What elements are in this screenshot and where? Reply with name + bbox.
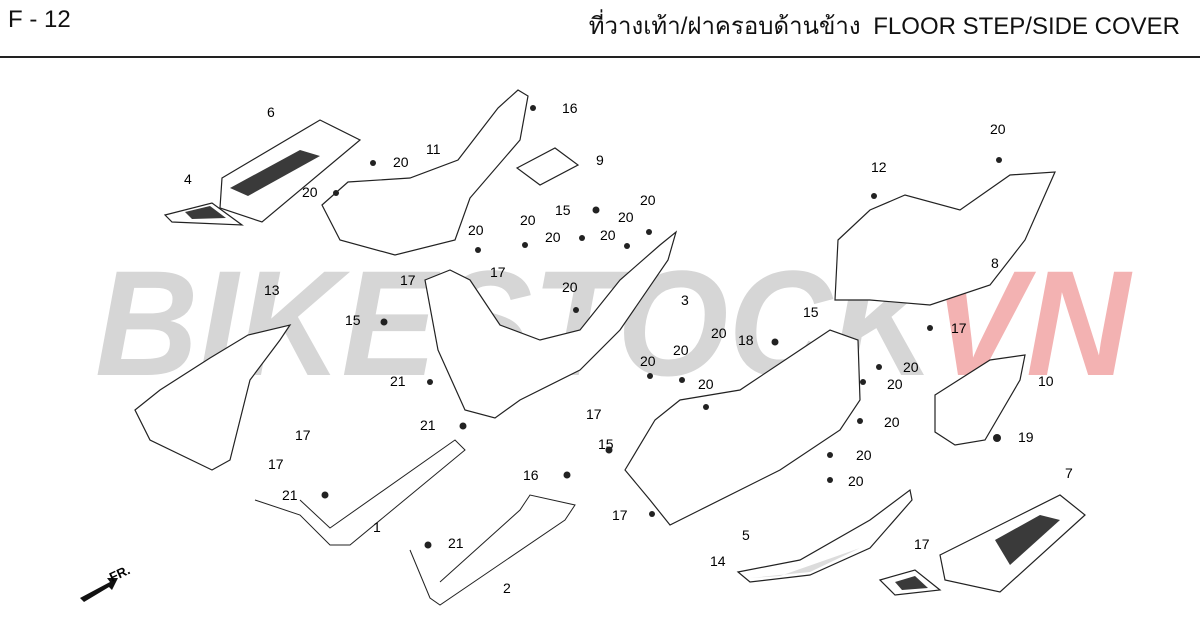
callout: 16 <box>562 100 578 116</box>
callout: 12 <box>871 159 887 175</box>
parts-diagram: BIKESTOCK VN <box>0 58 1200 617</box>
callout: 17 <box>295 427 311 443</box>
callout: 16 <box>523 467 539 483</box>
fasteners <box>321 105 1002 549</box>
callout: 20 <box>640 192 656 208</box>
callout: 8 <box>991 255 999 271</box>
part-3-floor-step <box>424 230 678 419</box>
callout: 10 <box>1038 373 1054 389</box>
figure-title: ที่วางเท้า/ฝาครอบด้านข้าง FLOOR STEP/SID… <box>583 6 1180 45</box>
callout: 15 <box>555 202 571 218</box>
part-8-floor-panel <box>624 329 861 526</box>
callout: 14 <box>710 553 726 569</box>
callout: 11 <box>426 141 441 157</box>
callout: 20 <box>302 184 318 200</box>
part-14-lower-trim <box>736 488 913 583</box>
figure-title-english: FLOOR STEP/SIDE COVER <box>873 13 1180 40</box>
part-10-rear-cover <box>934 354 1026 446</box>
callout: 1 <box>373 519 381 535</box>
callout: 20 <box>990 121 1006 137</box>
part-6-stripe-decal <box>219 119 362 223</box>
callout: 20 <box>468 222 484 238</box>
callout: 15 <box>345 312 361 328</box>
callout: 20 <box>520 212 536 228</box>
callout: 4 <box>184 171 192 187</box>
figure-title-thai: ที่วางเท้า/ฝาครอบด้านข้าง <box>588 13 861 40</box>
part-7-stripe-decal <box>939 494 1086 593</box>
callout: 20 <box>640 353 656 369</box>
part-11-center-cover <box>321 89 529 256</box>
callout: 2 <box>503 580 511 596</box>
callout: 13 <box>264 282 280 298</box>
callout: 15 <box>803 304 819 320</box>
callout: 17 <box>914 536 930 552</box>
part-2-bracket <box>409 494 576 606</box>
callout: 18 <box>738 332 754 348</box>
callout: 20 <box>673 342 689 358</box>
callout: 17 <box>586 406 602 422</box>
callout: 21 <box>448 535 464 551</box>
callout: 17 <box>612 507 628 523</box>
callout: 20 <box>393 154 409 170</box>
header: F - 12 ที่วางเท้า/ฝาครอบด้านข้าง FLOOR S… <box>0 0 1200 58</box>
callout: 5 <box>742 527 750 543</box>
part-1-bracket <box>254 439 466 546</box>
callout: 20 <box>618 209 634 225</box>
figure-code: F - 12 <box>8 6 71 33</box>
callout: 20 <box>856 447 872 463</box>
callouts: 6 4 11 20 16 9 20 15 20 20 20 20 20 17 2… <box>184 100 1073 596</box>
callout: 6 <box>267 104 275 120</box>
part-5-small-panel <box>878 569 942 596</box>
part-12-side-cover <box>834 171 1056 306</box>
callout: 20 <box>903 359 919 375</box>
callout: 21 <box>390 373 406 389</box>
part-9-lid <box>515 147 580 186</box>
callout: 9 <box>596 152 604 168</box>
callout: 17 <box>400 272 416 288</box>
callout: 17 <box>951 320 967 336</box>
callout: 20 <box>884 414 900 430</box>
callout: 17 <box>490 264 506 280</box>
callout: 20 <box>545 229 561 245</box>
callout: 20 <box>711 325 727 341</box>
callout: 21 <box>282 487 298 503</box>
part-4-small-panel <box>163 202 244 226</box>
callout: 21 <box>420 417 436 433</box>
callout: 20 <box>887 376 903 392</box>
callout: 17 <box>268 456 284 472</box>
callout: 19 <box>1018 429 1034 445</box>
callout: 3 <box>681 292 689 308</box>
front-direction-arrow: FR. <box>80 562 132 602</box>
callout: 20 <box>600 227 616 243</box>
svg-text:FR.: FR. <box>107 562 132 584</box>
part-13-side-undercover <box>134 324 292 471</box>
callout: 20 <box>698 376 714 392</box>
callout: 20 <box>562 279 578 295</box>
callout: 7 <box>1065 465 1073 481</box>
callout: 20 <box>848 473 864 489</box>
